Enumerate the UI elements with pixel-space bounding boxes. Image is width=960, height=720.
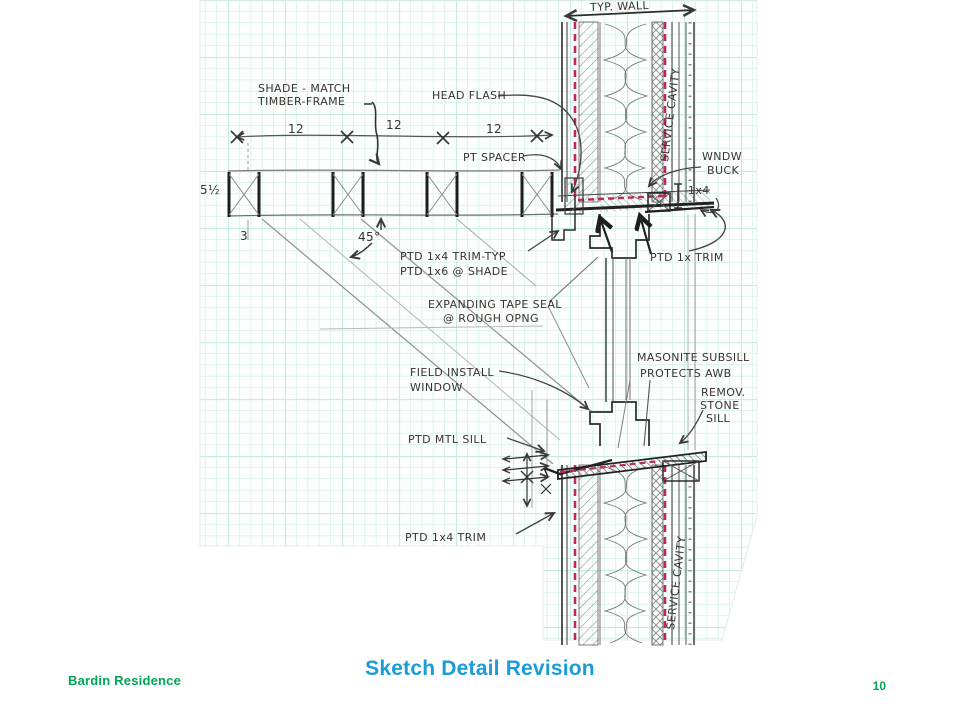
footer-project-name: Bardin Residence [68,673,182,688]
label-ptd-1x4-trim-bottom: PTD 1x4 TRIM [405,531,486,544]
label-head-flash: HEAD FLASH [432,89,506,102]
leader-lines [497,94,726,535]
label-remov-3: SILL [706,412,731,425]
label-wndw-buck-2: BUCK [707,164,739,177]
label-wndw-buck-1: WNDW [702,150,742,163]
label-expanding-tape-1: EXPANDING TAPE SEAL [428,298,562,311]
dim-brace-angle: 45° [358,230,380,244]
page-number: 10 [872,679,886,693]
label-expanding-tape-2: @ ROUGH OPNG [443,312,539,325]
dim-bay-3: 12 [486,122,502,136]
label-typ-wall: TYP. WALL [589,0,650,14]
dim-bay-1: 12 [288,122,304,136]
window-unit [531,214,696,508]
label-pt-spacer: PT SPACER [463,151,526,164]
label-remov-2: STONE [700,399,740,412]
label-ptd-1x4-trim-typ: PTD 1x4 TRIM-TYP [400,250,506,263]
sill-detail [501,450,707,506]
label-shade-match-1: SHADE - MATCH [258,82,351,95]
label-masonite-1: MASONITE SUBSILL [637,351,750,364]
label-shade-match-2: TIMBER-FRAME [257,95,345,108]
label-remov-1: REMOV. [701,386,746,399]
dim-post-width: 3 [240,229,248,243]
label-masonite-2: PROTECTS AWB [640,367,732,380]
label-ptd-1x6-shade: PTD 1x6 @ SHADE [400,265,508,278]
label-1x4: 1x4 [688,184,710,197]
slide-title: Sketch Detail Revision [365,657,595,680]
graph-paper [199,0,758,641]
dimension-line [230,101,552,257]
head-detail [551,177,715,259]
sketch-canvas: TYP. WALL SHADE - MATCH TIMBER-FRAME HEA… [199,0,758,647]
label-field-install-2: WINDOW [410,381,463,394]
label-ptd-mtl-sill: PTD MTL SILL [408,433,487,446]
label-ptd-1x-trim: PTD 1x TRIM [650,251,724,264]
typ-wall-arrow [566,10,694,16]
label-field-install-1: FIELD INSTALL [410,366,494,379]
dim-bay-2: 12 [386,118,402,132]
dim-shade-depth: 5½ [200,183,220,197]
